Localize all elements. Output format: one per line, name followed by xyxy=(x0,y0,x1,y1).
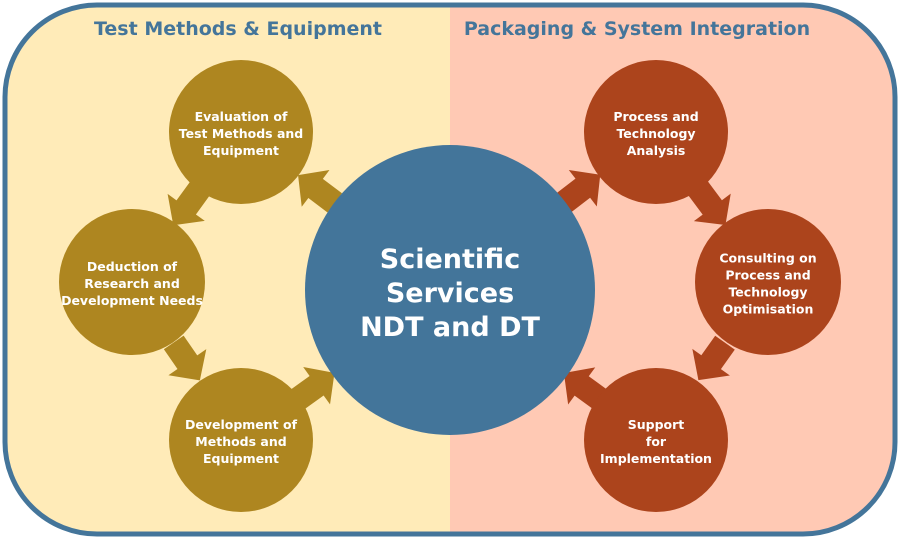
left-node-3-label-line: Development of xyxy=(185,417,298,432)
left-node-2-label-line: Research and xyxy=(84,276,180,291)
right-node-3-circle xyxy=(584,368,728,512)
right-node-2-label-line: Technology xyxy=(728,284,807,299)
right-node-2-label-line: Consulting on xyxy=(719,250,816,265)
right-node-2-label-line: Process and xyxy=(725,267,810,282)
right-node-3-label-line: for xyxy=(646,434,667,449)
left-node-2-label-line: Deduction of xyxy=(87,259,178,274)
flow-arrow-icon xyxy=(163,335,207,381)
left-node-3-circle xyxy=(169,368,313,512)
center-node-circle xyxy=(305,145,595,435)
arrow-group xyxy=(163,169,735,410)
center-node-label-line: NDT and DT xyxy=(360,312,540,343)
right-node-3-label-line: Implementation xyxy=(600,451,712,466)
right-node-2: Consulting on Process andTechnologyOptimi… xyxy=(695,209,841,355)
flow-arrow-icon xyxy=(692,335,735,381)
right-node-2-circle xyxy=(695,209,841,355)
flow-arrow-icon xyxy=(167,180,211,226)
flow-arrow-icon xyxy=(556,169,601,213)
left-node-1-circle xyxy=(169,60,313,204)
flow-arrow-icon xyxy=(688,180,731,226)
left-node-3-label-line: Equipment xyxy=(203,451,279,466)
right-node-1-label-line: Process and xyxy=(613,109,698,124)
flow-arrow-icon xyxy=(298,170,342,213)
left-node-1-label-line: Test Methods and xyxy=(179,126,304,141)
right-node-3-label-line: Support xyxy=(628,417,685,432)
right-panel-heading: Packaging & System Integration xyxy=(464,18,810,40)
right-node-2-label-line: Optimisation xyxy=(723,301,814,316)
left-node-2-circle xyxy=(59,209,205,355)
flow-arrow-icon xyxy=(290,367,335,410)
right-node-1-circle xyxy=(584,60,728,204)
left-panel-heading: Test Methods & Equipment xyxy=(94,18,382,40)
left-node-3-label-line: Methods and xyxy=(195,434,286,449)
left-node-1-label-line: Equipment xyxy=(203,143,279,158)
center-node-label-line: Scientific xyxy=(380,244,520,275)
right-node-1-label-line: Analysis xyxy=(627,143,686,158)
left-node-2-label-line: Development Needs xyxy=(61,293,203,308)
center-node-label-line: Services xyxy=(386,278,514,309)
right-node-1-label-line: Technology xyxy=(616,126,695,141)
left-node-1-label-line: Evaluation of xyxy=(195,109,288,124)
